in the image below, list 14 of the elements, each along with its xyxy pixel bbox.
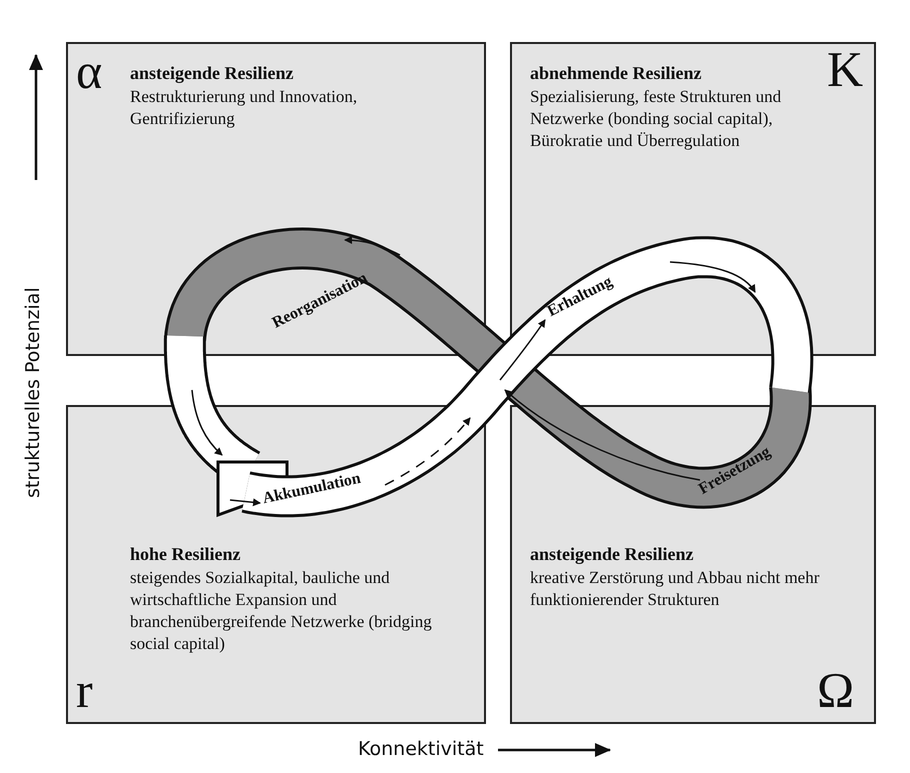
greek-letter: K xyxy=(827,44,864,94)
quadrant-description: Restrukturierung und Innovation, Gentrifizierung xyxy=(130,86,358,130)
axis-label: Konnektivität xyxy=(358,738,484,760)
quadrant-heading: ansteigende Resilienz xyxy=(530,543,694,565)
quadrant-heading: ansteigende Resilienz xyxy=(130,62,294,84)
quadrant-heading: abnehmende Resilienz xyxy=(530,62,703,84)
quadrant-description: Spezialisierung, feste Strukturen und Netzwerke (bonding social capital), Bürokratie und Überregulation xyxy=(530,86,782,152)
greek-letter: α xyxy=(76,46,102,96)
quadrant-description: steigendes Sozialkapital, bauliche und wirtschaftliche Expansion und branchenübergreifende Netzwerke (bridging social capital) xyxy=(130,567,433,655)
quadrant-description: kreative Zerstörung und Abbau nicht mehr funktionierender Strukturen xyxy=(530,567,820,611)
quadrant-heading: hohe Resilienz xyxy=(130,543,242,565)
greek-letter: r xyxy=(76,665,93,715)
greek-letter: Ω xyxy=(817,665,854,715)
axis-label: strukturelles Potenzial xyxy=(22,288,44,498)
